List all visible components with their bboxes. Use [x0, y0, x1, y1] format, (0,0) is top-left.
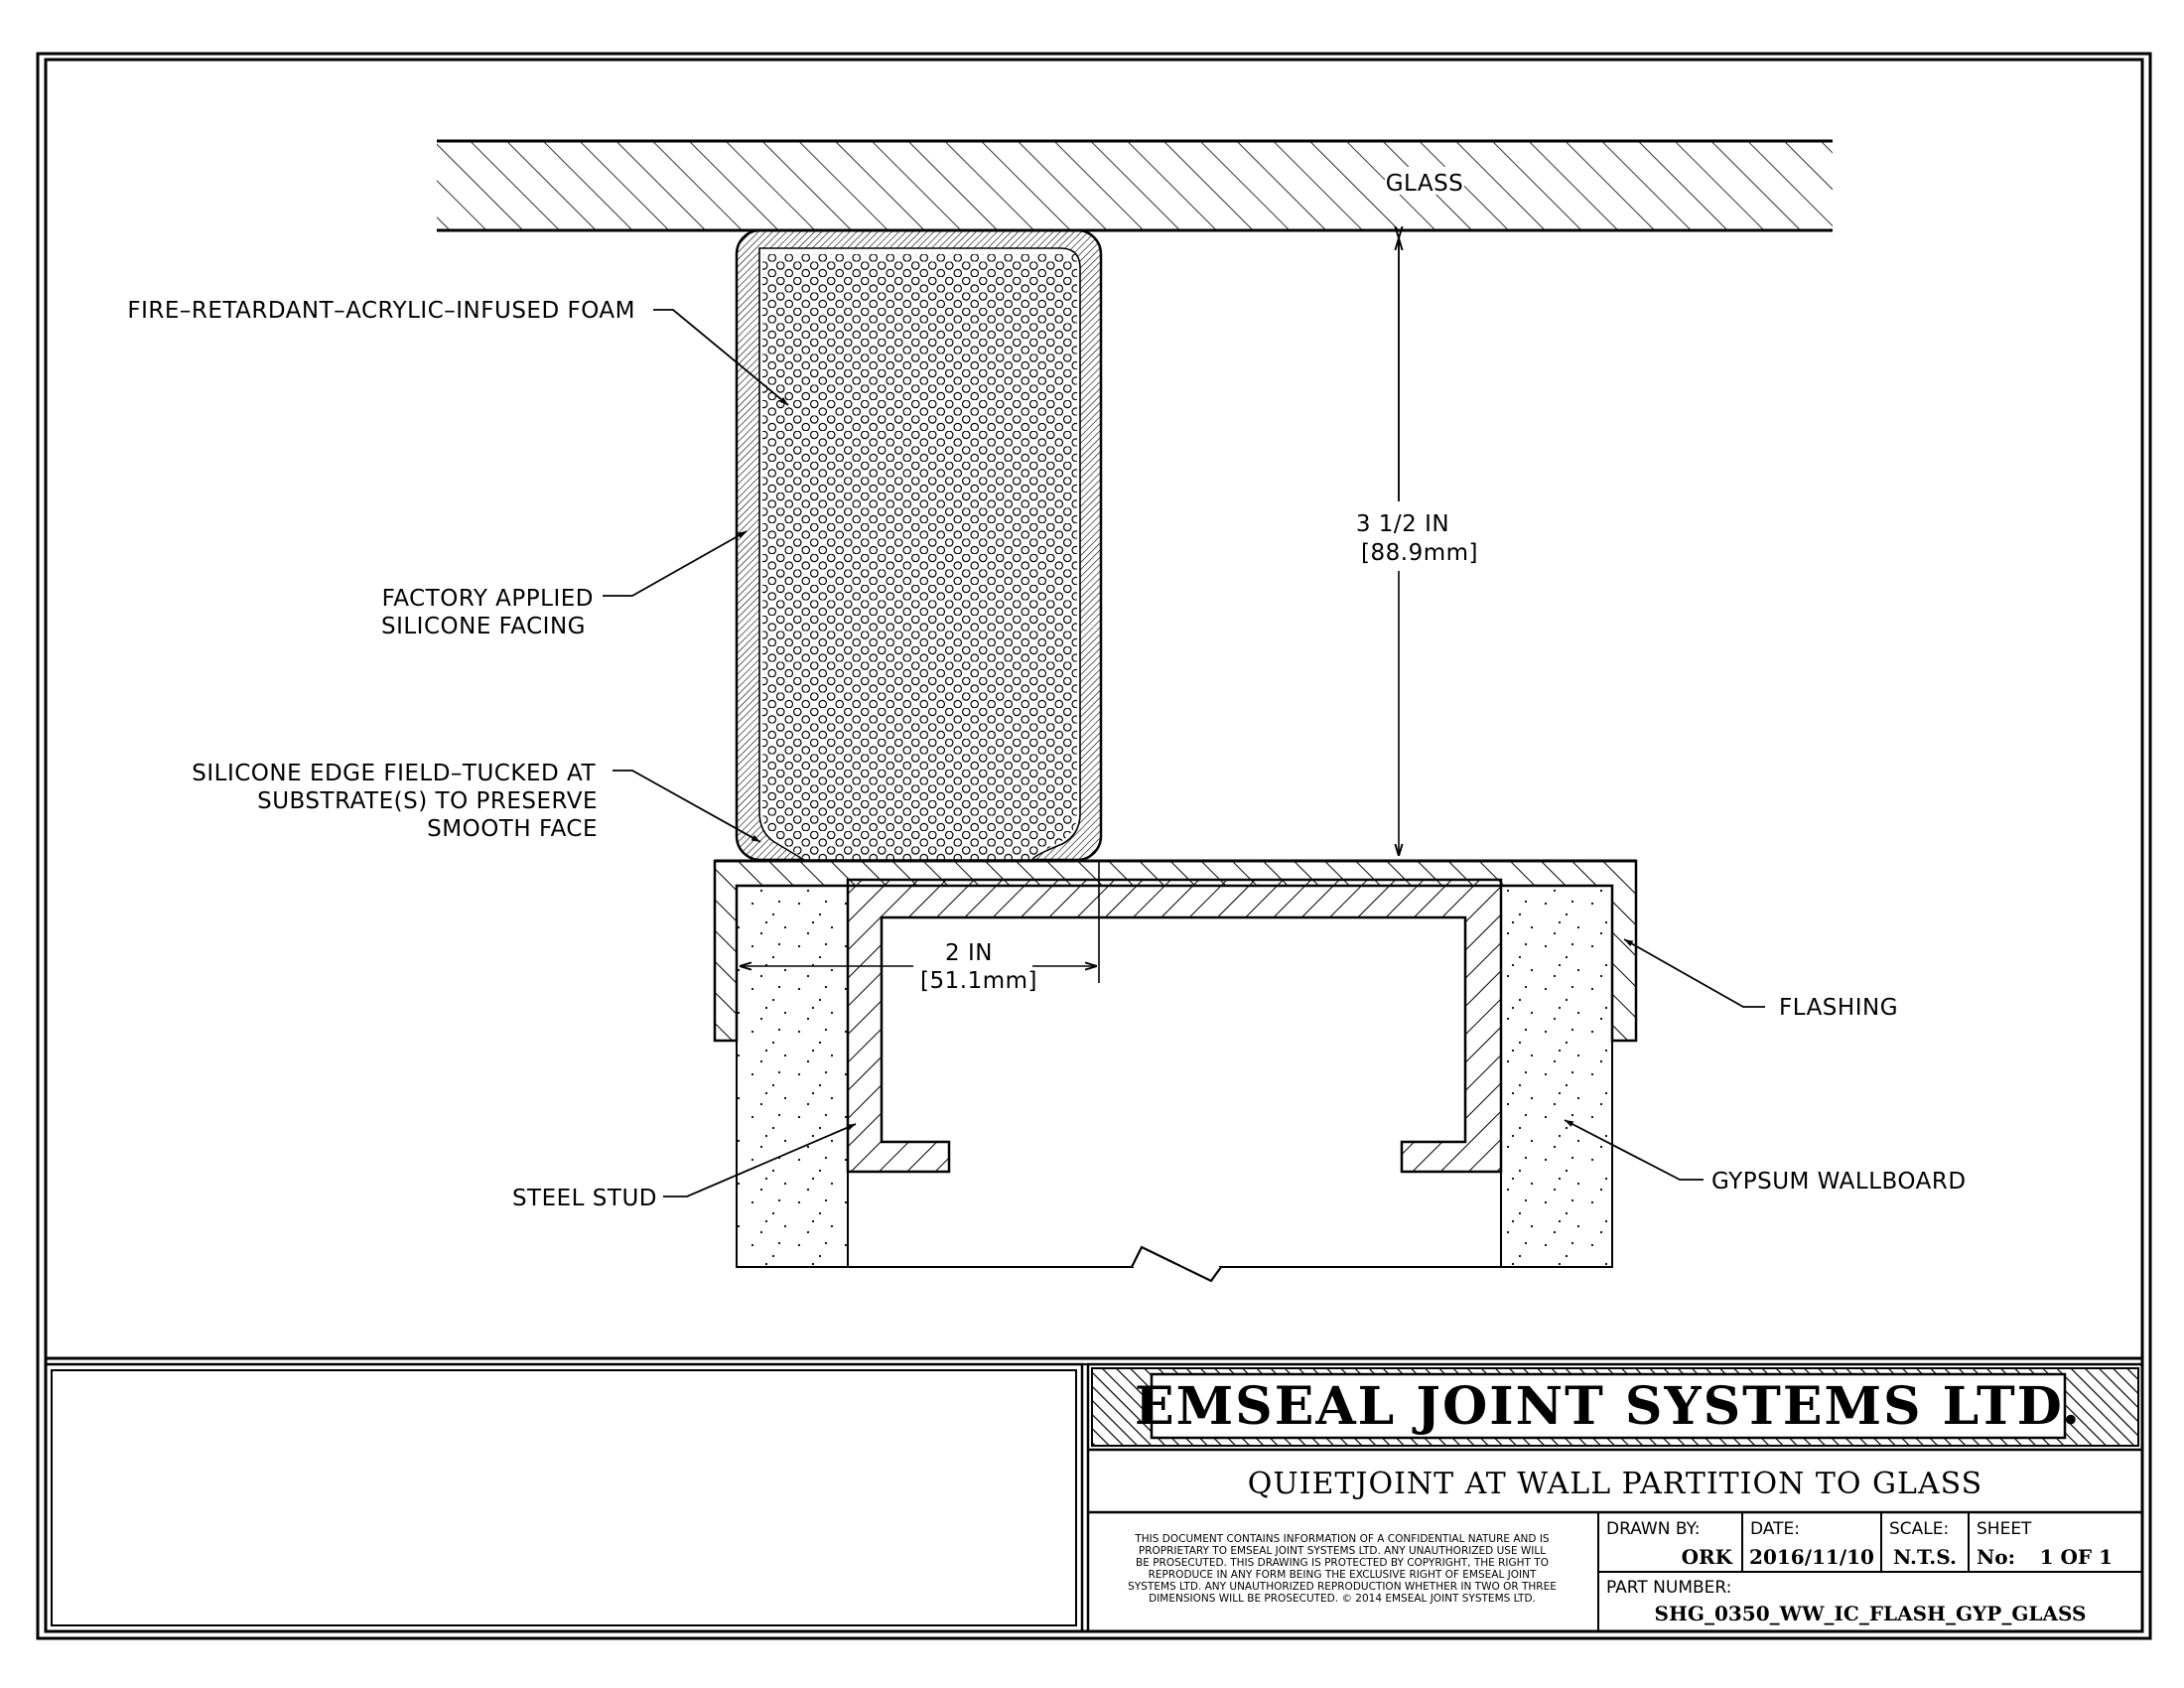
steel-stud: [846, 878, 1503, 1174]
date-value: 2016/11/10: [1749, 1545, 1874, 1569]
disclaimer-line5: SYSTEMS LTD. ANY UNAUTHORIZED REPRODUCTI…: [1128, 1581, 1557, 1593]
title-block: EMSEAL JOINT SYSTEMS LTD. QUIETJOINT AT …: [44, 1362, 2144, 1633]
drawn-by-label: DRAWN BY:: [1606, 1519, 1700, 1539]
glass-label: GLASS: [1386, 171, 1464, 197]
date-label: DATE:: [1750, 1519, 1800, 1539]
disclaimer-line2: PROPRIETARY TO EMSEAL JOINT SYSTEMS LTD.…: [1139, 1545, 1546, 1557]
sheet-no-label: No:: [1977, 1545, 2015, 1569]
company-name: EMSEAL JOINT SYSTEMS LTD.: [1135, 1376, 2082, 1437]
dimension-height: 3 1/2 IN [88.9mm]: [1356, 238, 1478, 856]
height-dimension-imperial: 3 1/2 IN: [1356, 511, 1449, 537]
facing-label-line2: SILICONE FACING: [381, 614, 586, 639]
stud-label: STEEL STUD: [512, 1186, 657, 1211]
leader-stud: STEEL STUD: [512, 1123, 857, 1211]
scale-label: SCALE:: [1889, 1519, 1949, 1539]
leader-foam: FIRE–RETARDANT–ACRYLIC–INFUSED FOAM: [127, 298, 789, 406]
edge-label-line3: SMOOTH FACE: [427, 816, 598, 842]
scale-value: N.T.S.: [1893, 1545, 1957, 1569]
drawing-title: QUIETJOINT AT WALL PARTITION TO GLASS: [1248, 1467, 1982, 1501]
wall-assembly: [713, 859, 1638, 1283]
sheet-value: 1 OF 1: [2040, 1545, 2113, 1569]
gypsum-board-left: [736, 885, 849, 1268]
disclaimer-line3: BE PROSECUTED. THIS DRAWING IS PROTECTED…: [1136, 1557, 1549, 1569]
gypsum-board-right: [1500, 885, 1613, 1268]
height-dimension-metric: [88.9mm]: [1361, 540, 1478, 566]
glass-pane: GLASS: [437, 139, 1833, 232]
width-dimension-imperial: 2 IN: [945, 940, 993, 966]
leader-flashing: FLASHING: [1623, 938, 1898, 1021]
foam-label: FIRE–RETARDANT–ACRYLIC–INFUSED FOAM: [127, 298, 635, 324]
foam-sealant: [735, 228, 1103, 862]
leader-edge: SILICONE EDGE FIELD–TUCKED AT SUBSTRATE(…: [192, 761, 761, 843]
disclaimer-line6: DIMENSIONS WILL BE PROSECUTED. © 2014 EM…: [1149, 1593, 1536, 1605]
edge-label-line1: SILICONE EDGE FIELD–TUCKED AT: [192, 761, 596, 786]
edge-label-line2: SUBSTRATE(S) TO PRESERVE: [257, 788, 598, 814]
gypsum-label: GYPSUM WALLBOARD: [1711, 1169, 1967, 1195]
notes-area: [51, 1369, 1077, 1626]
sheet-label: SHEET: [1977, 1519, 2032, 1539]
leader-gypsum: GYPSUM WALLBOARD: [1564, 1119, 1967, 1195]
flashing-label: FLASHING: [1779, 995, 1898, 1021]
part-number-label: PART NUMBER:: [1606, 1578, 1731, 1598]
leader-facing: FACTORY APPLIED SILICONE FACING: [381, 530, 748, 639]
width-dimension-metric: [51.1mm]: [920, 968, 1037, 994]
flashing: [713, 859, 1638, 1043]
part-number-value: SHG_0350_WW_IC_FLASH_GYP_GLASS: [1655, 1602, 2087, 1625]
disclaimer-line4: REPRODUCE IN ANY FORM BEING THE EXCLUSIV…: [1149, 1569, 1537, 1581]
drawn-by-value: ORK: [1682, 1545, 1733, 1569]
disclaimer-line1: THIS DOCUMENT CONTAINS INFORMATION OF A …: [1134, 1533, 1550, 1545]
facing-label-line1: FACTORY APPLIED: [382, 586, 594, 612]
dimension-width: 2 IN [51.1mm]: [740, 860, 1100, 994]
